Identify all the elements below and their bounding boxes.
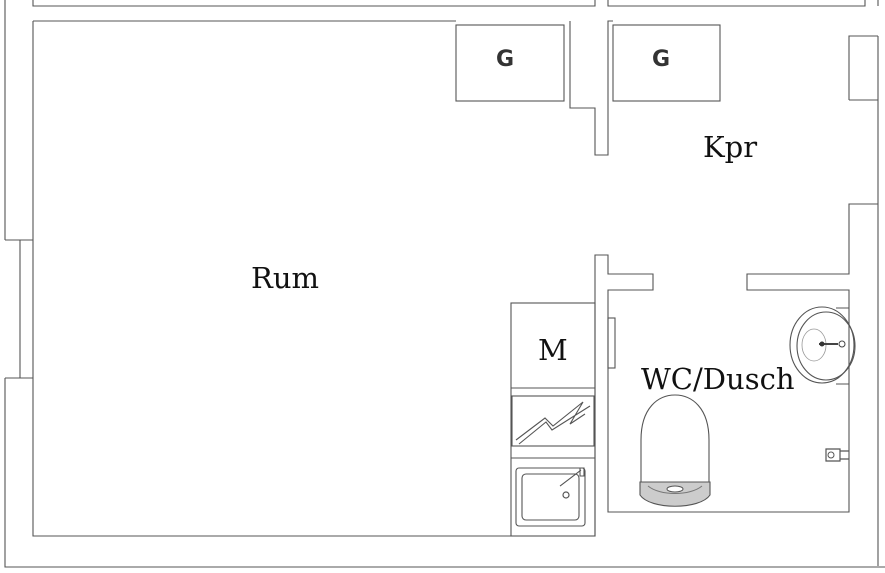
room-label-wc-dusch: WC/Dusch bbox=[641, 362, 795, 396]
wardrobe-label: G bbox=[652, 47, 670, 72]
kitchen-sink-icon bbox=[515, 467, 586, 527]
outer-walls bbox=[4, 0, 885, 568]
wardrobe-label: G bbox=[496, 47, 514, 72]
wash-basin-icon bbox=[789, 306, 856, 385]
shower-tap-icon bbox=[825, 448, 849, 462]
room-label-m: M bbox=[538, 333, 568, 367]
stove-icon bbox=[511, 395, 595, 447]
room-label-kpr: Kpr bbox=[703, 130, 757, 164]
toilet-icon bbox=[639, 394, 711, 507]
room-label-rum: Rum bbox=[251, 261, 319, 295]
wardrobe-2: G bbox=[612, 24, 721, 102]
kitchen-unit bbox=[510, 302, 596, 537]
room-wc-dusch bbox=[607, 306, 856, 507]
wardrobe-1: G bbox=[455, 24, 565, 102]
